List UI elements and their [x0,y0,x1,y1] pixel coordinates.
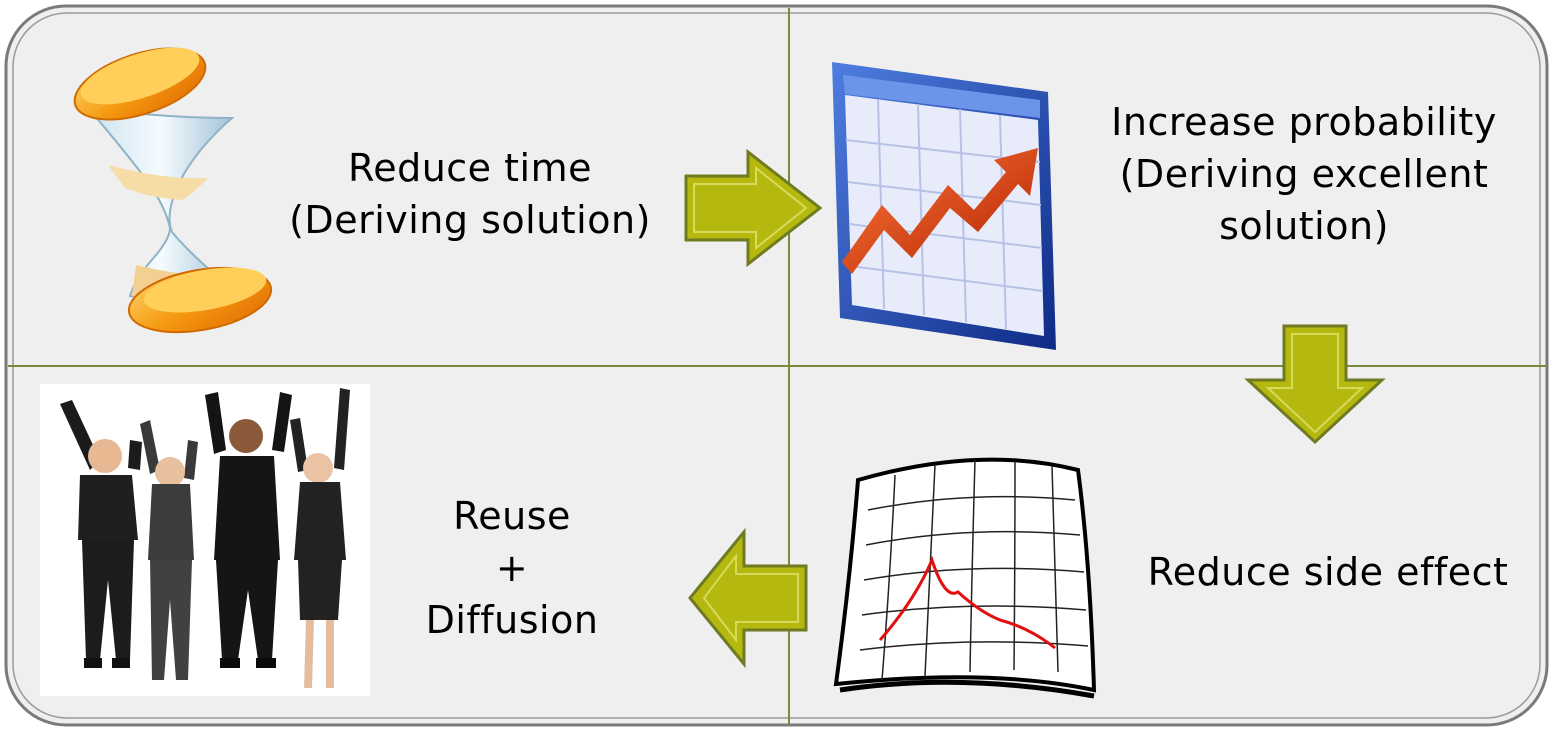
label-line: Reduce side effect [1147,550,1509,594]
label-line: solution) [1219,204,1389,248]
label-line: Reduce time [348,146,592,190]
label-line: (Deriving excellent [1119,152,1489,196]
label-reuse-diffusion: Reuse + Diffusion [384,490,640,646]
label-reduce-side-effect: Reduce side effect [1108,546,1548,598]
person-2 [140,420,198,680]
label-increase-probability: Increase probability (Deriving excellent… [1064,96,1544,252]
label-line: Diffusion [425,598,599,642]
label-line: + [495,546,529,590]
arrow-left [688,527,808,669]
cheering-people-icon [40,384,370,696]
rising-chart-icon [832,62,1056,350]
wavy-graph-icon [833,457,1097,699]
label-reduce-time: Reduce time (Deriving solution) [248,142,692,246]
person-1 [60,400,142,668]
label-line: Increase probability [1111,100,1497,144]
hourglass-icon [73,47,273,334]
arrow-down [1244,324,1386,445]
label-line: (Deriving solution) [289,198,651,242]
person-3 [205,392,292,668]
arrow-right [684,148,823,268]
label-line: Reuse [453,494,571,538]
person-4 [290,388,350,688]
